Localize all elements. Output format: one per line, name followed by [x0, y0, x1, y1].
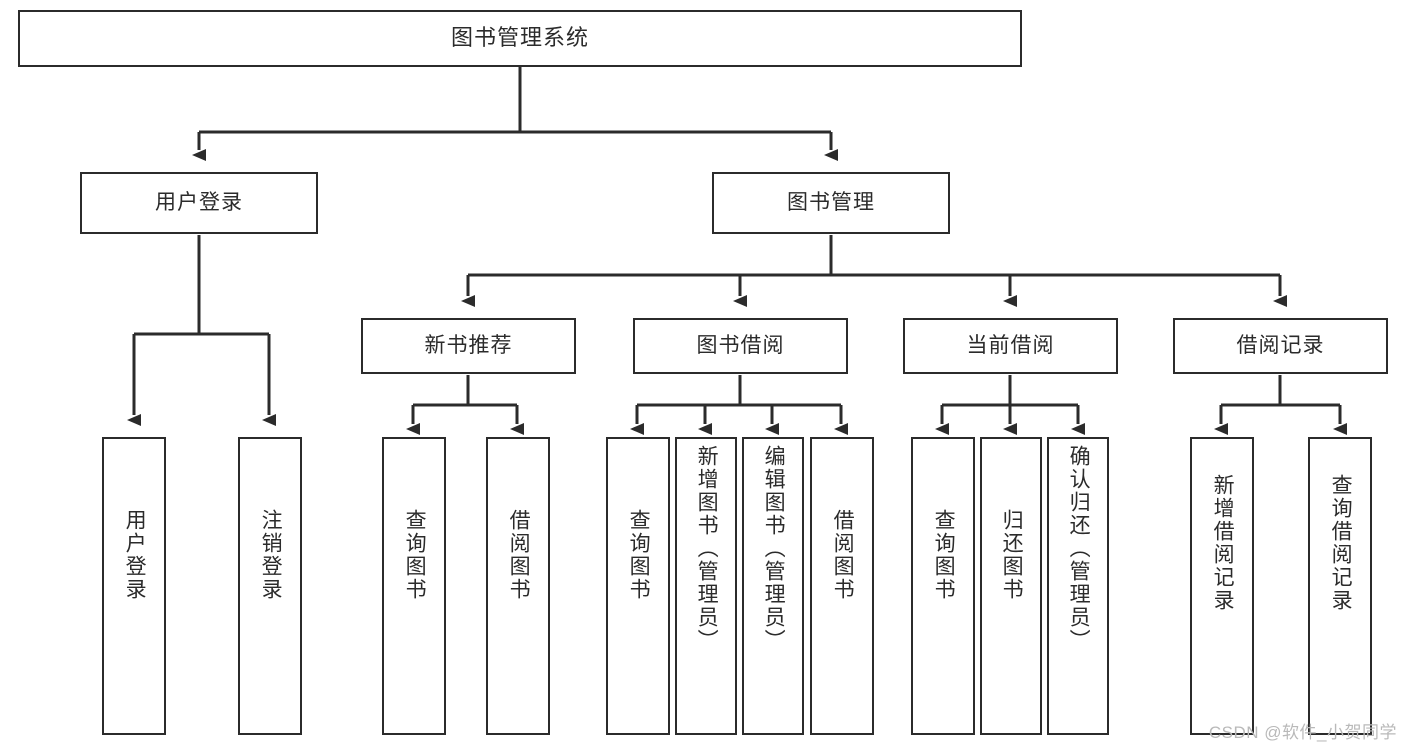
- leaf-book-borrow-edit[interactable]: 编辑图书（管理员）: [742, 437, 804, 735]
- leaf-book-borrow-query[interactable]: 查询图书: [606, 437, 670, 735]
- node-borrow-record[interactable]: 借阅记录: [1173, 318, 1388, 374]
- leaf-label: 查询借阅记录: [1329, 474, 1353, 612]
- leaf-label: 编辑图书（管理员）: [762, 445, 786, 652]
- node-user-login[interactable]: 用户登录: [80, 172, 318, 234]
- leaf-borrow-record-query[interactable]: 查询借阅记录: [1308, 437, 1372, 735]
- node-label: 新书推荐: [424, 334, 513, 358]
- leaf-current-borrow-query[interactable]: 查询图书: [911, 437, 975, 735]
- leaf-label: 归还图书: [1000, 509, 1024, 601]
- node-label: 借阅记录: [1236, 334, 1325, 358]
- leaf-label: 借阅图书: [831, 509, 855, 601]
- leaf-label: 新增借阅记录: [1211, 474, 1235, 612]
- leaf-label: 查询图书: [627, 509, 651, 601]
- leaf-label: 新增图书（管理员）: [695, 445, 719, 652]
- leaf-new-book-query[interactable]: 查询图书: [382, 437, 446, 735]
- leaf-book-borrow-borrow[interactable]: 借阅图书: [810, 437, 874, 735]
- leaf-label: 查询图书: [403, 509, 427, 601]
- leaf-label: 用户登录: [123, 509, 147, 601]
- leaf-label: 查询图书: [932, 509, 956, 601]
- node-label: 图书管理: [787, 191, 875, 215]
- leaf-label: 确认归还（管理员）: [1067, 445, 1091, 652]
- watermark-csdn: CSDN @软件_小贺同学: [1208, 723, 1397, 742]
- leaf-borrow-record-add[interactable]: 新增借阅记录: [1190, 437, 1254, 735]
- leaf-user-login-login[interactable]: 用户登录: [102, 437, 166, 735]
- leaf-label: 注销登录: [259, 509, 283, 601]
- node-book-borrow[interactable]: 图书借阅: [633, 318, 848, 374]
- node-label: 用户登录: [155, 191, 243, 215]
- leaf-user-login-logout[interactable]: 注销登录: [238, 437, 302, 735]
- node-root-book-management-system[interactable]: 图书管理系统: [18, 10, 1022, 67]
- node-label: 图书借阅: [696, 334, 785, 358]
- leaf-label: 借阅图书: [507, 509, 531, 601]
- leaf-current-borrow-confirm[interactable]: 确认归还（管理员）: [1047, 437, 1109, 735]
- node-current-borrow[interactable]: 当前借阅: [903, 318, 1118, 374]
- node-new-book-recommend[interactable]: 新书推荐: [361, 318, 576, 374]
- leaf-new-book-borrow[interactable]: 借阅图书: [486, 437, 550, 735]
- leaf-current-borrow-return[interactable]: 归还图书: [980, 437, 1042, 735]
- node-label: 图书管理系统: [450, 25, 589, 51]
- node-book-management[interactable]: 图书管理: [712, 172, 950, 234]
- leaf-book-borrow-add[interactable]: 新增图书（管理员）: [675, 437, 737, 735]
- node-label: 当前借阅: [966, 334, 1055, 358]
